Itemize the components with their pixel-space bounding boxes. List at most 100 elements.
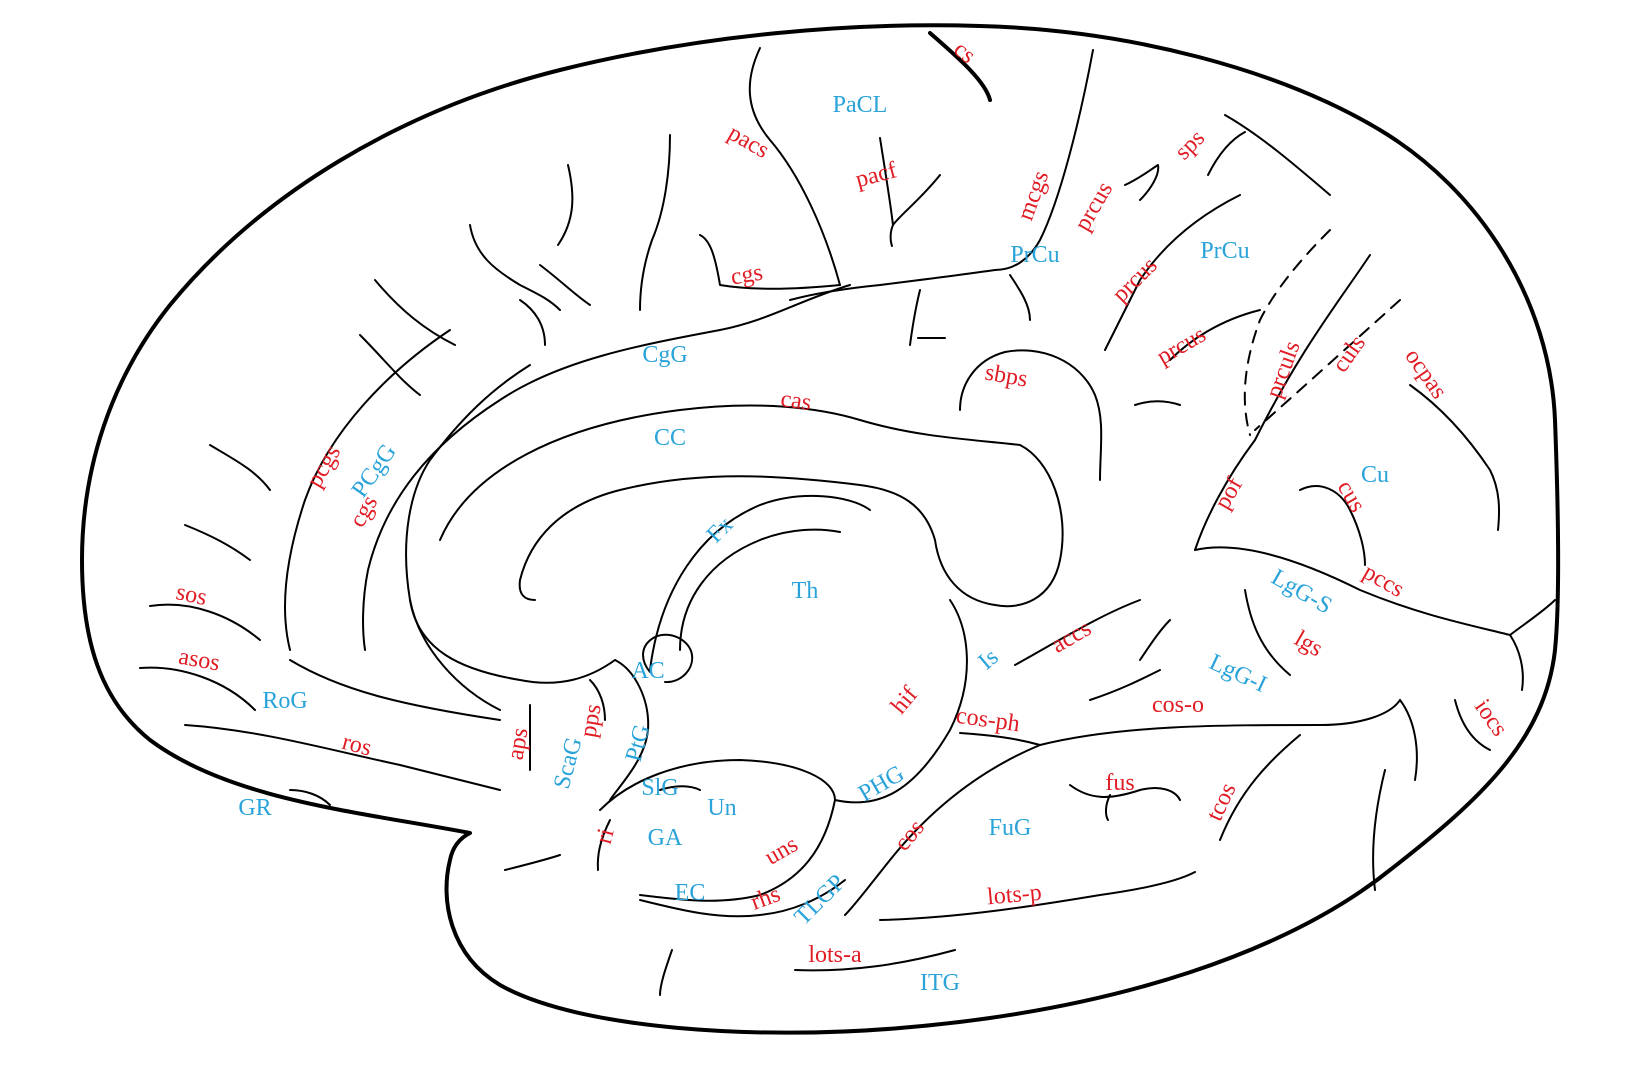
uncus-outline [599,759,836,811]
region-PHG: PHG [854,761,909,808]
ros-line [184,724,501,791]
region-Th: Th [792,578,819,604]
pps-line [589,679,606,721]
rhs-line [639,879,846,918]
sulcus-fus: fus [1105,770,1134,796]
asos-line [139,666,256,711]
calcarine-line [1194,546,1556,636]
prcus-2-line [1104,194,1241,351]
frontal-sulcus-3 [539,264,591,306]
sulcus-tcos: tcos [1202,779,1242,825]
sps-line [1207,131,1246,176]
occipital-ventral-line [1399,699,1418,781]
fus-stem [1104,794,1111,821]
region-Is: Is [974,644,1004,675]
sps-upper [1224,114,1331,196]
tcos-line [1219,734,1301,841]
sulcus-prcus-1: prcus [1070,177,1119,235]
pacf-branch [889,224,894,247]
sulcus-pacs: pacs [724,120,774,164]
sos-line [149,603,261,641]
cas-line [439,404,1064,608]
isthmus-short-line [1134,400,1181,406]
region-SlG: SlG [641,775,678,801]
sulcus-cgs-1: cgs [729,260,765,291]
sulcus-pccs: pccs [1359,559,1409,603]
sulcus-pacf: pacf [853,157,900,193]
pof-line [1194,254,1371,551]
region-PrCu-1: PrCu [1010,242,1059,268]
sulcus-hif: hif [886,682,923,719]
region-GA: GA [648,825,683,851]
sbps-line [959,349,1103,481]
frontal-sulcus-8 [209,444,271,491]
ocpas-line [1409,384,1500,531]
occipital-ventral-2 [1372,769,1386,891]
frontal-sulcus-1 [557,164,574,246]
prcus-1-line [1124,164,1160,201]
cgs-outer-line [289,659,501,721]
uns-line [639,799,836,902]
temporal-short-line [659,949,673,996]
sulcus-pcgs: pcgs [302,441,347,492]
sulcus-cos-ph: cos-ph [954,703,1021,738]
sulcus-accs: accs [1047,615,1096,658]
region-FuG: FuG [989,815,1032,841]
sulcus-cs: cs [948,36,980,69]
region-Fx: Fx [702,512,738,548]
region-RoG: RoG [262,688,307,714]
sulcus-cos: cos [889,815,929,856]
sulcus-sbps: sbps [983,360,1030,393]
prcus-3-line [1169,309,1261,361]
sulcus-pps: pps [575,702,606,739]
sbps-aux-line [1009,274,1031,321]
cgs-marginal-line [789,269,996,301]
frontal-sulcus-2 [639,134,671,311]
frontal-sulcus-5 [519,299,546,346]
brain-outline [80,23,1561,1035]
sulcus-iocs: iocs [1469,695,1512,742]
culs-dashed [1254,299,1401,431]
cingulate-upper-line [362,284,851,651]
region-Un: Un [707,795,736,821]
fornix-inner-line [679,528,841,651]
cos-ph-line [959,732,1041,746]
lg-s-line [1089,669,1161,701]
sulcus-cgs-2: cgs [345,491,384,532]
cc-genu-line [409,599,616,684]
cgs-main-line [699,234,841,290]
frontal-sulcus-4 [469,224,561,311]
frontal-sulcus-6 [374,279,456,346]
sulcus-sps: sps [1170,125,1210,165]
slg-line [659,785,701,791]
region-PrCu-2: PrCu [1200,238,1249,264]
frontal-sulcus-9 [184,524,251,561]
sulcus-prcus-3: prcus [1152,322,1210,371]
region-PtG: PtG [621,722,656,765]
region-CgG: CgG [642,342,687,368]
region-GR: GR [238,795,271,821]
fornix-outer-line [649,495,871,671]
region-TLGP: TLGP [790,870,851,931]
sulcus-cos-o: cos-o [1152,692,1204,718]
lg-i-line [1139,619,1171,661]
frontal-sulcus-7 [359,334,421,396]
sulcus-sos: sos [174,579,209,611]
sulcus-aps: aps [503,726,534,762]
sulcus-uns: uns [761,831,803,870]
cos-o-line [1039,699,1401,746]
iocs-line [1454,699,1491,751]
region-PCgG: PCgG [347,439,402,502]
gr-line [289,789,331,806]
sbps-aux-2 [909,289,921,346]
region-ScaG: ScaG [549,735,588,792]
fus-line [1069,784,1181,801]
region-CC: CC [654,425,686,451]
central-sulcus-line [928,31,992,102]
region-AC: AC [631,658,664,684]
sulcus-lgs: lgs [1290,626,1327,663]
cos-line [844,744,1041,916]
ri-line [596,819,611,871]
accs-line [1014,599,1141,666]
region-LgG-S: LgG-S [1267,564,1337,619]
